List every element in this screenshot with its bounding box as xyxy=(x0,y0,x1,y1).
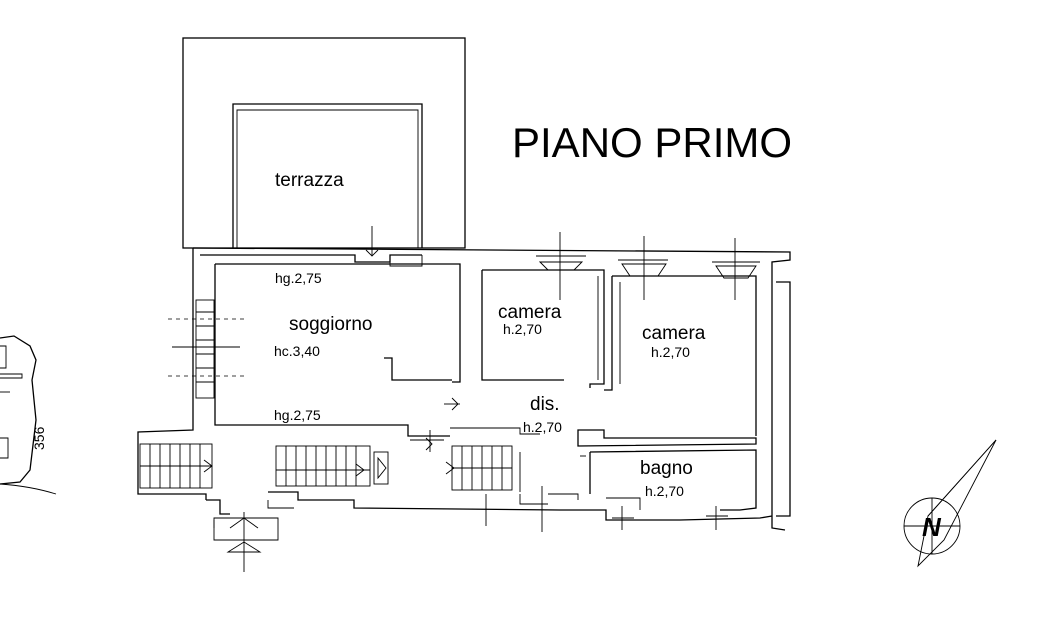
dis-height: h.2,70 xyxy=(523,419,562,435)
camera2-walls xyxy=(604,275,757,436)
staircase-right xyxy=(445,445,521,492)
room-label-camera1: camera xyxy=(498,302,562,323)
window-left-soggiorno xyxy=(168,299,248,399)
room-label-soggiorno: soggiorno xyxy=(289,314,372,335)
north-arrow-icon: N xyxy=(903,439,997,568)
landing-arrows xyxy=(410,430,444,452)
right-side-wall xyxy=(776,281,791,517)
camera1-walls xyxy=(481,269,605,388)
side-dimension: 356 xyxy=(31,426,47,450)
camera2-height: h.2,70 xyxy=(651,344,690,360)
room-label-dis: dis. xyxy=(530,394,560,415)
bottom-ticks xyxy=(213,486,728,532)
bagno-height: h.2,70 xyxy=(645,483,684,499)
soggiorno-hg-top: hg.2,75 xyxy=(275,270,322,286)
bottom-walls xyxy=(206,427,773,521)
north-letter: N xyxy=(922,512,942,542)
outer-walls xyxy=(137,247,791,531)
terrace-area xyxy=(182,37,466,257)
soggiorno-hg-bottom: hg.2,75 xyxy=(274,407,321,423)
bagno-walls xyxy=(577,429,757,511)
entrance-steps xyxy=(213,512,279,572)
room-label-bagno: bagno xyxy=(640,458,693,479)
camera1-height: h.2,70 xyxy=(503,321,542,337)
soggiorno-walls xyxy=(214,263,461,437)
soggiorno-hc: hc.3,40 xyxy=(274,343,320,359)
staircase-center xyxy=(275,445,389,487)
staircase-left xyxy=(139,443,213,489)
room-label-terrazza: terrazza xyxy=(275,170,344,191)
plan-title: PIANO PRIMO xyxy=(512,119,792,166)
neighbour-building-fragment xyxy=(0,335,57,495)
room-label-camera2: camera xyxy=(642,323,706,344)
top-windows xyxy=(536,232,760,300)
